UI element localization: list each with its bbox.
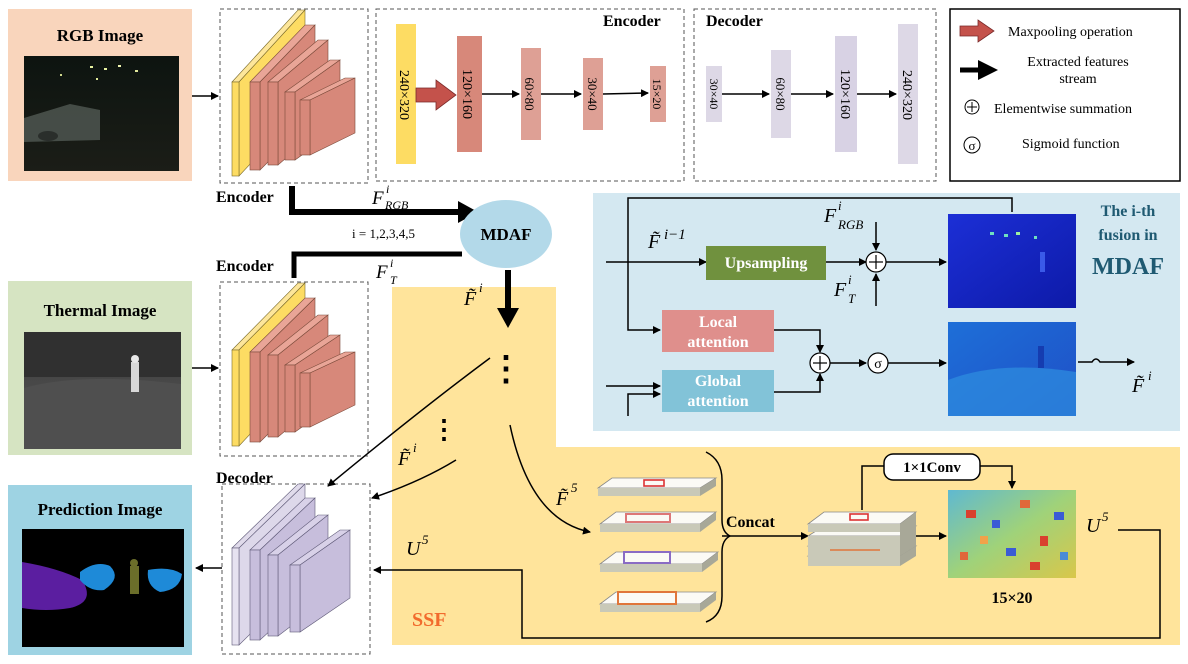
maxpool-arrow: [415, 79, 457, 111]
mdaf-detail: The i-th fusion in MDAF F̃ i−1 Upsamplin…: [606, 197, 1164, 416]
curve-to-ssf: [509, 424, 591, 535]
svg-text:i: i: [848, 272, 852, 287]
global-attention-2: attention: [687, 393, 748, 410]
f-rgb-sup: i: [386, 182, 389, 196]
prediction-panel-title: Prediction Image: [38, 500, 163, 519]
f-t-main: F: [375, 262, 388, 283]
ssf-concat-slabs: [806, 511, 918, 566]
enc-block-4: 30×40: [585, 77, 600, 110]
upsampling-box: [706, 246, 826, 280]
conv-box: [883, 453, 981, 481]
rgb-encoder-stack: [219, 8, 369, 184]
local-attention-2: attention: [687, 334, 748, 351]
mdaf-title-3: MDAF: [1092, 254, 1164, 280]
enc-block-5: 15×20: [650, 79, 664, 110]
ftilde-i-mid: F̃: [397, 447, 411, 470]
rgb-panel-title: RGB Image: [57, 26, 144, 45]
legend-stream-2: stream: [1059, 72, 1096, 87]
encoder-top-label: Encoder: [216, 189, 274, 206]
f-rgb-sub: RGB: [384, 198, 409, 212]
vertical-dots-left: ⋮: [431, 415, 457, 444]
svg-text:RGB: RGB: [837, 217, 863, 232]
mdaf-output-sup: i: [1148, 368, 1152, 383]
encoder-detail-title: Encoder: [603, 13, 661, 30]
dec-block-2: 60×80: [773, 77, 788, 110]
mdaf-output-main: F̃: [1131, 374, 1145, 397]
curve-to-decoder-2: [371, 459, 457, 500]
thermal-panel-title: Thermal Image: [44, 301, 157, 320]
attention-map-top: [948, 214, 1076, 308]
u5-left: U: [406, 538, 422, 560]
curve-to-decoder-1: [327, 357, 491, 487]
mdaf-input-main: F̃: [647, 230, 661, 253]
svg-text:5: 5: [1102, 509, 1109, 524]
mdaf-f-rgb-main: F: [823, 205, 837, 227]
mdaf-node-label: MDAF: [481, 225, 532, 244]
global-attention-box: [662, 370, 774, 412]
local-attention-box: [662, 310, 774, 352]
u5-feedback-line: [373, 529, 1161, 639]
conv-label: 1×1Conv: [903, 460, 961, 476]
mdaf-node: [460, 200, 552, 268]
heatmap: [948, 490, 1076, 578]
thermal-encoder-stack: [219, 281, 369, 457]
ftilde-5: F̃: [555, 487, 569, 510]
dec-block-4: 240×320: [899, 70, 914, 120]
ssf-input-slabs: [596, 477, 720, 612]
conv-branch: [861, 465, 884, 510]
rgb-stream: [289, 186, 460, 215]
encoder-detail: Encoder 240×320 120×160 60×80 30×40 15×2…: [375, 8, 685, 182]
mdaf-input-sup: i−1: [664, 227, 686, 243]
upsampling-label: Upsampling: [725, 255, 808, 272]
f-t-sup: i: [390, 256, 393, 270]
dec-block-1: 30×40: [707, 79, 721, 110]
svg-text:T: T: [848, 291, 856, 306]
f-rgb-main: F: [371, 188, 384, 209]
legend-maxpool: Maxpooling operation: [1008, 25, 1133, 40]
encoder-mid-label: Encoder: [216, 258, 274, 275]
decoder-stack: [221, 483, 371, 655]
legend: Maxpooling operation Extracted features …: [949, 8, 1181, 182]
i-range: i = 1,2,3,4,5: [352, 226, 415, 241]
legend-stream-1: Extracted features: [1027, 55, 1128, 70]
local-attention-1: Local: [699, 314, 738, 331]
mdaf-title-2: fusion in: [1098, 227, 1157, 244]
f-t-sub: T: [390, 273, 398, 287]
svg-text:5: 5: [422, 532, 429, 547]
vertical-dots-main: ⋮: [489, 351, 523, 388]
svg-text:i: i: [838, 198, 842, 213]
svg-text:5: 5: [571, 480, 578, 495]
legend-sum: Elementwise summation: [994, 102, 1132, 117]
dec-block-3: 120×160: [837, 69, 852, 119]
ssf-label: SSF: [412, 609, 446, 631]
decoder-label: Decoder: [216, 470, 273, 487]
rgb-image: [24, 56, 179, 171]
svg-text:i: i: [413, 440, 417, 455]
thermal-image: [24, 332, 181, 449]
legend-maxpool-icon: [959, 19, 995, 43]
conv-to-heatmap: [980, 465, 1016, 489]
svg-text:σ: σ: [968, 138, 975, 153]
svg-text:σ: σ: [874, 357, 882, 372]
legend-sigmoid-icon: [963, 136, 981, 154]
ftilde-i-top: F̃: [463, 287, 477, 310]
u5-right: U: [1086, 515, 1102, 537]
decoder-detail-title: Decoder: [706, 13, 763, 30]
mdaf-title-1: The i-th: [1101, 203, 1156, 220]
concat-label: Concat: [726, 514, 776, 531]
legend-sigmoid: Sigmoid function: [1022, 137, 1120, 152]
heatmap-size: 15×20: [991, 590, 1032, 607]
mdaf-f-t-main: F: [833, 279, 847, 301]
global-attention-1: Global: [695, 373, 742, 390]
thermal-stream: [291, 251, 462, 278]
enc-block-2: 120×160: [459, 69, 474, 119]
enc-block-3: 60×80: [522, 77, 537, 110]
enc-block-1: 240×320: [396, 70, 411, 120]
decoder-detail: Decoder 30×40 60×80 120×160 240×320: [693, 8, 937, 182]
svg-text:i: i: [479, 280, 483, 295]
prediction-image: [22, 529, 184, 647]
